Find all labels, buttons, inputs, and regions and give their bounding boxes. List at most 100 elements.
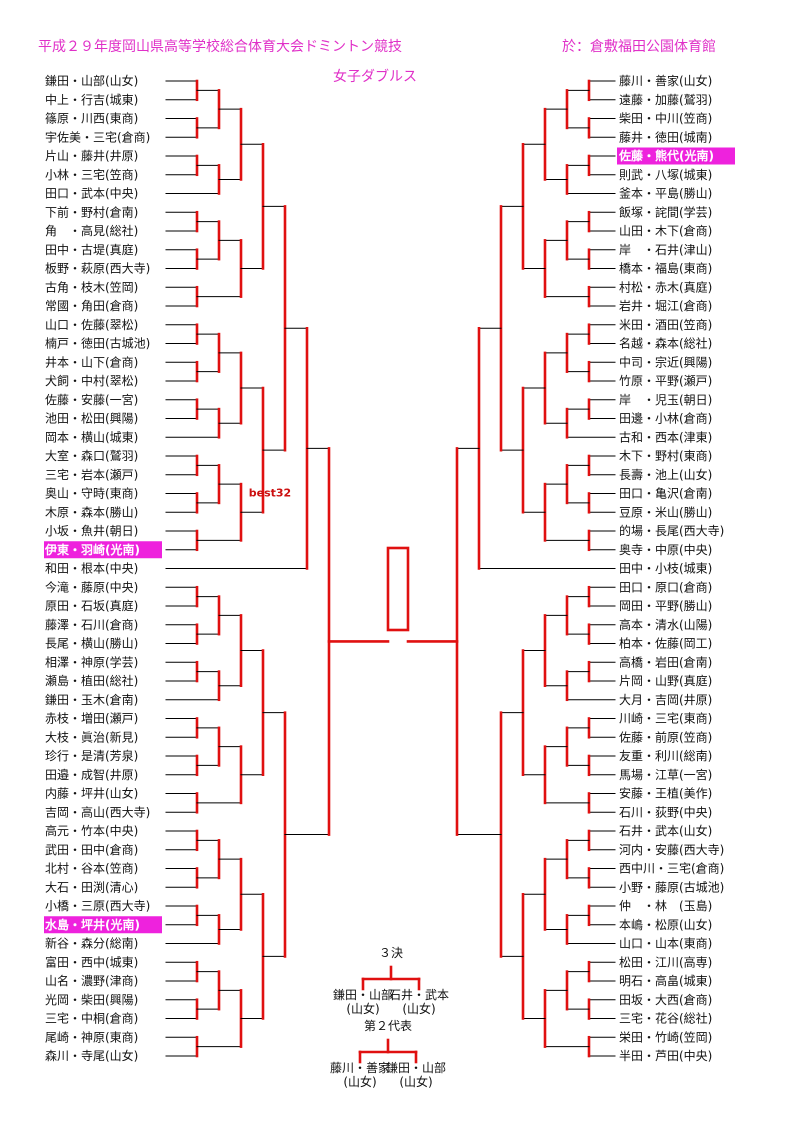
player-pair-right: 佐藤・前原(笠商) [619, 729, 712, 744]
player-pair-left: 三宅・岩本(瀬戸) [45, 467, 138, 482]
player-pair-right: 高橋・岩田(倉南) [619, 654, 712, 669]
player-pair-left: 宇佐美・三宅(倉商) [45, 129, 150, 144]
second-rep-label: 第２代表 [364, 1019, 412, 1033]
highlight-box [44, 541, 162, 559]
pair-school: (山女) [399, 1074, 432, 1089]
player-pair-left: 高元・竹本(中央) [45, 823, 138, 838]
player-pair-left: 奥山・守時(東商) [45, 486, 138, 501]
player-pair-left: 大室・森口(鷲羽) [45, 448, 138, 463]
player-pair-right: 竹原・平野(瀬戸) [619, 374, 712, 388]
player-pair-left: 常國・角田(倉商) [45, 298, 138, 313]
player-pair-right: 藤井・徳田(城南) [619, 129, 712, 144]
player-pair-right: 釜本・平島(勝山) [619, 186, 712, 201]
player-pair-left: 長尾・横山(勝山) [45, 636, 138, 651]
player-pair-right: 西中川・三宅(倉商) [619, 861, 724, 876]
highlight-box [617, 147, 735, 165]
player-pair-left: 田邉・成智(井原) [45, 767, 138, 782]
player-pair-right: 岡田・平野(勝山) [619, 598, 712, 613]
player-pair-left: 角 ・高見(総社) [45, 223, 138, 238]
pair-name: 鎌田・山部 [333, 987, 393, 1002]
player-pair-left: 原田・石坂(真庭) [45, 598, 138, 613]
player-pair-left: 瀬島・植田(総社) [45, 673, 138, 688]
player-pair-left: 鎌田・山部(山女) [45, 73, 138, 88]
player-pair-left: 和田・根本(中央) [45, 561, 138, 576]
player-pair-right: 石井・武本(山女) [619, 823, 712, 838]
player-pair-right: 的場・長尾(西大寺) [619, 523, 724, 538]
player-pair-right: 馬場・江草(一宮) [619, 767, 712, 782]
player-pair-right: 長壽・池上(山女) [619, 467, 712, 482]
player-pair-left: 尾崎・神原(東商) [45, 1029, 138, 1044]
player-pair-left: 珍行・是清(芳泉) [45, 749, 138, 763]
player-pair-right: 飯塚・詫間(学芸) [619, 204, 712, 219]
player-pair-right: 古和・西本(津東) [619, 429, 712, 444]
player-pair-right: 河内・安藤(西大寺) [619, 842, 724, 857]
player-pair-right: 豆原・米山(勝山) [619, 504, 712, 519]
player-pair-right: 中司・宗近(興陽) [619, 354, 712, 369]
player-pair-left: 山名・濃野(津商) [45, 973, 138, 988]
tournament-title: 平成２９年度岡山県高等学校総合体育大会ドミントン競技 [38, 39, 402, 55]
player-pair-left: 北村・谷本(笠商) [45, 861, 138, 876]
player-pair-left: 下前・野村(倉南) [45, 204, 138, 219]
player-pair-right: 田中・小枝(城東) [619, 561, 712, 576]
player-pair-right: 奥寺・中原(中央) [619, 542, 712, 557]
player-pair-left: 篠原・川西(東商) [45, 111, 138, 126]
player-pair-left: 池田・松田(興陽) [45, 412, 138, 426]
player-pair-right: 岩井・堀江(倉商) [619, 298, 712, 313]
player-pair-right: 大月・吉岡(井原) [619, 693, 712, 707]
player-pair-left: 田口・武本(中央) [45, 186, 138, 201]
player-pair-right: 安藤・王植(美作) [619, 786, 712, 801]
player-pair-left: 森川・寺尾(山女) [45, 1048, 138, 1063]
player-pair-right: 半田・芦田(中央) [619, 1048, 712, 1063]
third-place-label: ３決 [379, 946, 403, 960]
player-pair-left: 井本・山下(倉商) [45, 354, 138, 369]
player-pair-right: 松田・江川(高専) [619, 954, 712, 969]
player-pair-right: 本嶋・松原(山女) [619, 917, 712, 932]
player-pair-left: 大石・田渕(清心) [45, 880, 138, 894]
player-pair-left: 小坂・魚井(朝日) [45, 524, 138, 538]
player-pair-left: 新谷・森分(総南) [45, 936, 138, 951]
pair-school: (山女) [402, 1001, 435, 1016]
pair-name: 藤川・善家 [330, 1060, 390, 1075]
player-pair-right: 友重・利川(総南) [619, 748, 712, 763]
player-pair-left: 大枝・眞治(新見) [45, 729, 138, 744]
player-pair-right: 仲 ・林 (玉島) [619, 898, 712, 913]
final-box [386, 546, 410, 632]
player-pair-right: 柏本・佐藤(岡工) [619, 636, 712, 651]
pair-name: 鎌田・山部 [386, 1060, 446, 1075]
player-pair-right: 三宅・花谷(総社) [619, 1011, 712, 1026]
player-pair-right: 小野・藤原(古城池) [619, 879, 724, 894]
player-pair-right: 佐藤・熊代(光南) [618, 148, 714, 163]
player-pair-right: 石川・荻野(中央) [619, 804, 712, 819]
pair-school: (山女) [346, 1001, 379, 1016]
player-pair-left: 犬飼・中村(翠松) [45, 373, 138, 388]
player-pair-right: 山口・山本(東商) [619, 936, 712, 951]
player-pair-left: 三宅・中桐(倉商) [45, 1011, 138, 1026]
player-pair-right: 柴田・中川(笠商) [619, 111, 712, 126]
player-pair-left: 内藤・坪井(山女) [45, 786, 138, 801]
player-pair-left: 富田・西中(城東) [45, 954, 138, 969]
player-pair-left: 木原・森本(勝山) [45, 504, 138, 519]
player-pair-right: 片岡・山野(真庭) [619, 673, 712, 688]
event-title: 女子ダブルス [333, 69, 417, 85]
player-pair-right: 則武・八塚(城東) [619, 168, 712, 182]
player-pair-right: 高本・清水(山陽) [619, 617, 712, 632]
player-pair-right: 岸 ・石井(津山) [619, 243, 712, 257]
player-pair-left: 伊東・羽崎(光南) [44, 542, 140, 557]
player-pair-left: 光岡・柴田(興陽) [45, 993, 138, 1007]
player-pair-right: 田邊・小林(倉商) [619, 411, 712, 426]
player-pair-left: 片山・藤井(井原) [45, 149, 138, 163]
player-pair-left: 武田・田中(倉商) [45, 842, 138, 857]
best32-label: best32 [249, 487, 291, 500]
player-pair-left: 田中・古堤(真庭) [45, 242, 138, 257]
player-pair-left: 小林・三宅(笠商) [45, 167, 138, 182]
player-pair-left: 水島・坪井(光南) [45, 917, 140, 932]
player-pair-right: 遠藤・加藤(鷲羽) [619, 93, 712, 107]
player-pair-right: 名越・森本(総社) [619, 336, 712, 351]
pair-name: 石井・武本 [389, 988, 449, 1002]
player-pair-left: 相澤・神原(学芸) [45, 654, 138, 669]
highlight-box [44, 916, 162, 934]
player-pair-left: 岡本・横山(城東) [45, 430, 138, 444]
player-pair-right: 岸 ・児玉(朝日) [619, 393, 712, 407]
